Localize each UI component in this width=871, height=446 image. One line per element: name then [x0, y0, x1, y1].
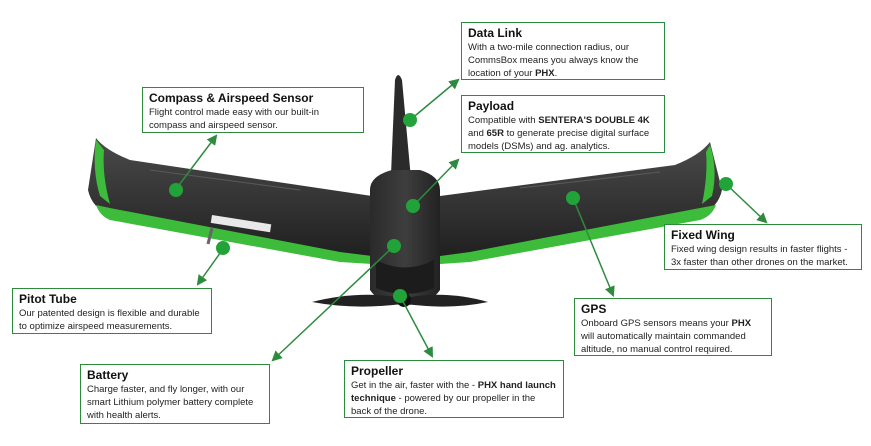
fixed-wing-dot: [719, 177, 733, 191]
fixed-wing-callout: Fixed Wing Fixed wing design results in …: [664, 224, 862, 270]
data-link-body: With a two-mile connection radius, our C…: [468, 41, 658, 80]
gps-title: GPS: [581, 302, 607, 316]
text-run: Get in the air, faster with the -: [351, 380, 478, 391]
fixed-wing-body: Fixed wing design results in faster flig…: [671, 243, 855, 269]
pitot-title: Pitot Tube: [19, 292, 77, 306]
fuselage: [370, 75, 440, 305]
propeller-title: Propeller: [351, 364, 404, 378]
text-run: Flight control made easy with our built-…: [149, 107, 320, 131]
payload-body: Compatible with SENTERA'S DOUBLE 4K and …: [468, 114, 658, 153]
text-run: Compatible with: [468, 115, 539, 126]
battery-title: Battery: [87, 368, 129, 382]
compass-dot: [169, 183, 183, 197]
text-run: Fixed wing design results in faster flig…: [671, 244, 848, 268]
pitot-callout: Pitot Tube Our patented design is flexib…: [12, 288, 212, 334]
pitot-dot: [216, 241, 230, 255]
text-run: - powered by our propeller in the back o…: [351, 393, 536, 417]
data-link-title: Data Link: [468, 26, 523, 40]
data-link-dot: [403, 113, 417, 127]
propeller-body: Get in the air, faster with the - PHX ha…: [351, 379, 557, 418]
text-run: .: [554, 68, 558, 79]
fixed-wing-title: Fixed Wing: [671, 228, 735, 242]
battery-body: Charge faster, and fly longer, with our …: [87, 383, 263, 422]
left-wing: [88, 138, 372, 264]
text-run: and: [468, 128, 487, 139]
payload-callout: Payload Compatible with SENTERA'S DOUBLE…: [461, 95, 665, 153]
hotspot-dots: [169, 113, 733, 303]
text-run: Onboard GPS sensors means your: [581, 318, 732, 329]
data-link-callout: Data Link With a two-mile connection rad…: [461, 22, 665, 80]
text-run: PHX: [731, 318, 752, 329]
propeller-callout: Propeller Get in the air, faster with th…: [344, 360, 564, 418]
gps-body: Onboard GPS sensors means your PHX will …: [581, 317, 765, 356]
gps-callout: GPS Onboard GPS sensors means your PHX w…: [574, 298, 772, 356]
battery-callout: Battery Charge faster, and fly longer, w…: [80, 364, 270, 424]
text-run: PHX: [535, 68, 555, 79]
text-run: With a two-mile connection radius, our C…: [468, 42, 639, 79]
text-run: Our patented design is flexible and dura…: [19, 308, 200, 332]
battery-dot: [387, 239, 401, 253]
pitot-tube-illustration: [206, 227, 214, 245]
gps-dot: [566, 191, 580, 205]
pitot-body: Our patented design is flexible and dura…: [19, 307, 205, 333]
connector-lines: [175, 78, 768, 362]
text-run: SENTERA'S DOUBLE 4K: [538, 115, 650, 126]
compass-callout: Compass & Airspeed Sensor Flight control…: [142, 87, 364, 133]
payload-dot: [406, 199, 420, 213]
right-wing: [440, 142, 722, 264]
text-run: Charge faster, and fly longer, with our …: [87, 384, 254, 421]
text-run: to generate precise digital surface mode…: [468, 128, 650, 152]
compass-body: Flight control made easy with our built-…: [149, 106, 357, 132]
payload-title: Payload: [468, 99, 515, 113]
propeller-dot: [393, 289, 407, 303]
text-run: 65R: [486, 128, 504, 139]
compass-title: Compass & Airspeed Sensor: [149, 91, 314, 105]
text-run: PHX hand launch technique: [351, 380, 556, 404]
text-run: will automatically maintain commanded al…: [581, 331, 746, 355]
